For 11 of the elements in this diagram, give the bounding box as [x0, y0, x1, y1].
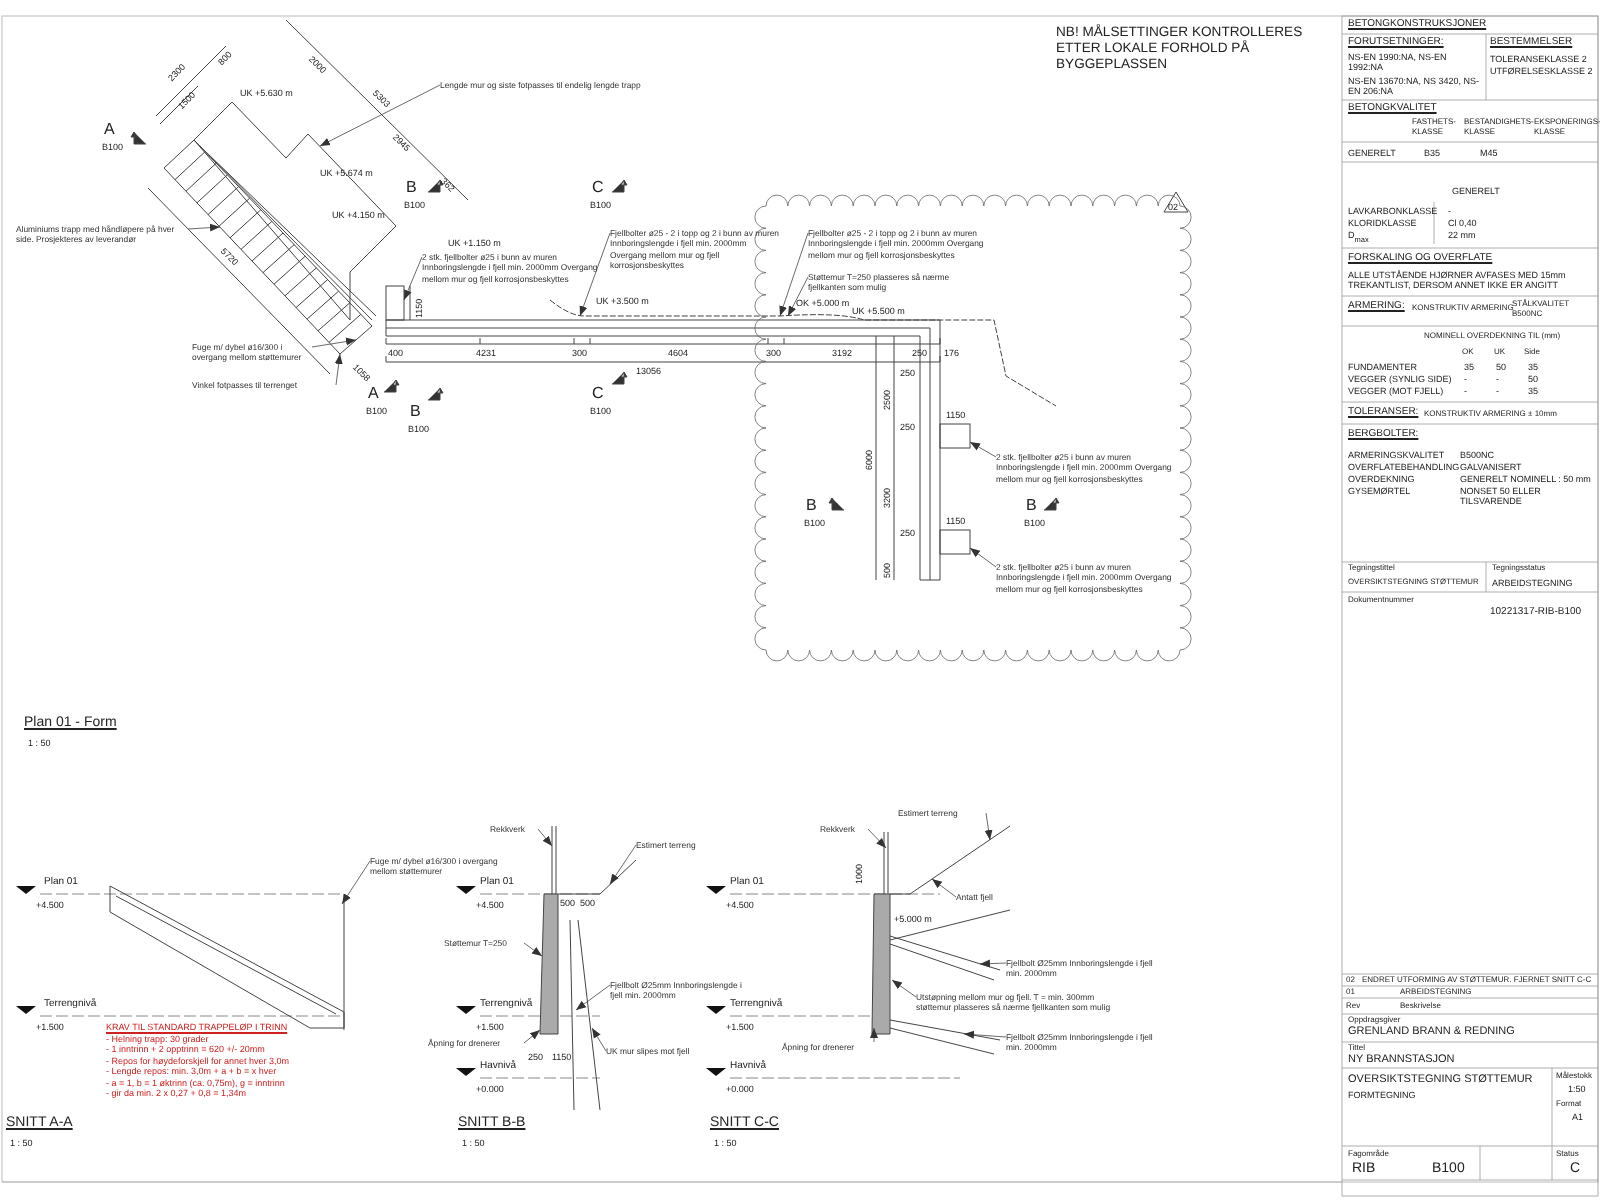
retaining-wall-plan-drawing: [385, 285, 1057, 581]
section-letter: A: [104, 120, 115, 139]
section-letter: C: [592, 178, 604, 197]
leader-line: [870, 1027, 878, 1043]
section-letter: A: [368, 384, 379, 403]
section-letter: B: [406, 178, 417, 197]
section-letter: B: [410, 402, 421, 421]
section-letter: B: [806, 496, 817, 515]
section-letter: B: [1026, 496, 1037, 515]
section-letter: C: [592, 384, 604, 403]
section-a-drawing: [39, 885, 345, 1031]
